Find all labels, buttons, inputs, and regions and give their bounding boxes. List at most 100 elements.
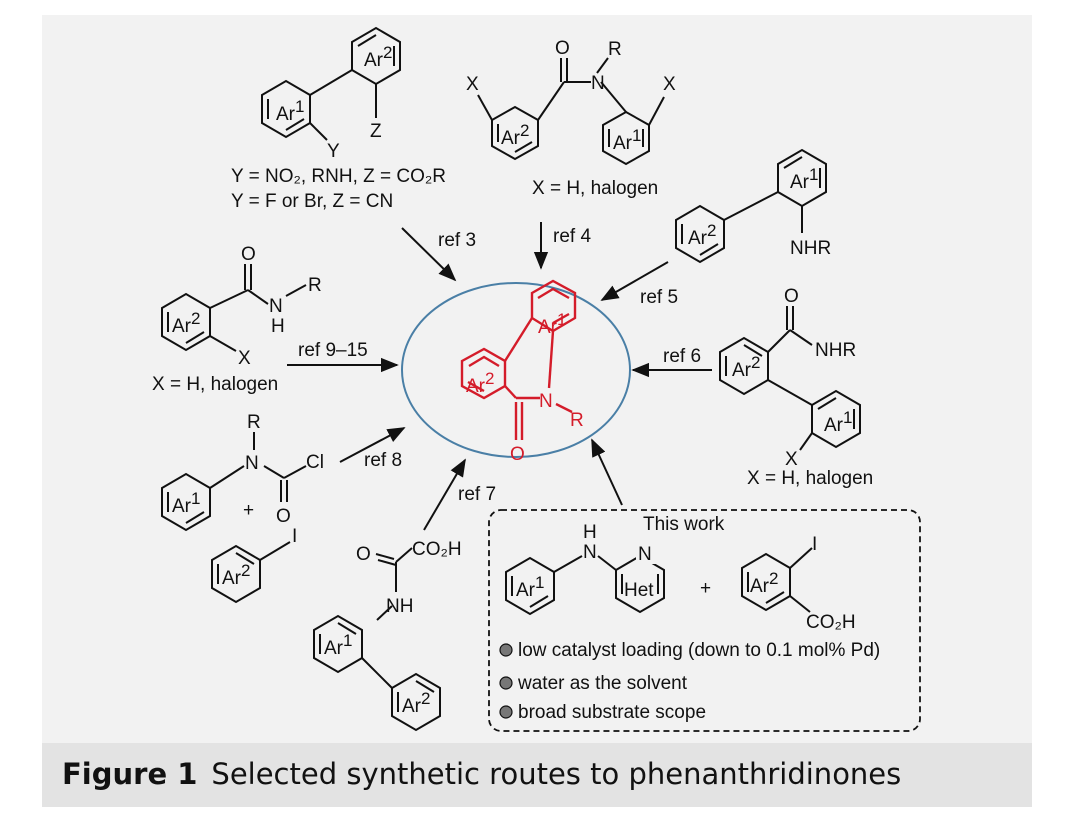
ref5-ar2: Ar xyxy=(688,228,708,249)
feature-3: broad substrate scope xyxy=(518,702,706,723)
feature-2: water as the solvent xyxy=(517,673,688,694)
svg-text:Ar1: Ar1 xyxy=(172,489,200,517)
product-o: O xyxy=(510,444,525,465)
ref3-ar2: Ar xyxy=(364,50,384,71)
this-work-ar2: Ar xyxy=(750,576,770,597)
svg-text:Ar1: Ar1 xyxy=(538,310,566,338)
ref4-r: R xyxy=(608,39,622,60)
ref4-condition: X = H, halogen xyxy=(532,178,658,199)
ref7-arrow xyxy=(423,458,466,531)
phenanthridinone-product: Ar1 Ar2 N R O xyxy=(460,279,584,465)
ref3-condition-2: Y = F or Br, Z = CN xyxy=(231,191,393,212)
ref3-substrate: Ar2 Ar1 Y Z xyxy=(261,26,401,162)
product-ar2: Ar xyxy=(466,376,486,397)
this-work-features: low catalyst loading (down to 0.1 mol% P… xyxy=(499,640,880,723)
ref9-15-h: H xyxy=(271,316,285,337)
product-r: R xyxy=(570,410,584,431)
svg-text:Ar1: Ar1 xyxy=(613,126,641,154)
ref3-condition-1: Y = NO₂, RNH, Z = CO₂R xyxy=(231,166,446,187)
ref5-nhr: NHR xyxy=(790,238,831,259)
product-ar1: Ar xyxy=(538,317,558,338)
product-ellipse xyxy=(401,282,631,458)
ref5-substrate: Ar1 Ar2 NHR xyxy=(675,148,831,264)
ref8-label: ref 8 xyxy=(364,450,402,471)
ref4-substrate: O N R X X Ar2 Ar1 xyxy=(466,38,676,166)
ref9-15-r: R xyxy=(308,275,322,296)
this-work-ar1: Ar xyxy=(516,580,536,601)
ref9-15-substrate: O N H R X Ar2 xyxy=(161,244,322,369)
ref9-15-n: N xyxy=(269,296,283,317)
ref7-label: ref 7 xyxy=(458,484,496,505)
ref9-15-x: X xyxy=(238,348,251,369)
ref9-15-label: ref 9–15 xyxy=(298,340,368,361)
product-ar1-sup: 1 xyxy=(557,310,566,329)
ref5-arrow xyxy=(600,261,669,301)
ref7-nh: NH xyxy=(386,596,413,617)
ref8-substrates: R N Cl O Ar1 + I Ar2 xyxy=(161,412,324,604)
ref4-x-left: X xyxy=(466,74,479,95)
caption-bar xyxy=(42,743,1032,807)
ref6-ar2: Ar xyxy=(732,360,752,381)
ref8-o: O xyxy=(276,506,291,527)
figure-title: Selected synthetic routes to phenanthrid… xyxy=(211,757,902,791)
this-work-substrates: N H N Ar1 Het + I CO₂H Ar2 xyxy=(505,522,856,633)
ref5-ar1: Ar xyxy=(790,172,810,193)
ref8-ar2: Ar xyxy=(222,568,242,589)
ref7-ar2: Ar xyxy=(402,696,422,717)
this-work-box xyxy=(488,509,921,732)
ref9-15-ar2: Ar xyxy=(172,316,192,337)
svg-text:Ar2: Ar2 xyxy=(466,369,494,397)
ref6-o: O xyxy=(784,286,799,307)
svg-text:Ar1: Ar1 xyxy=(324,631,352,659)
this-work-title: This work xyxy=(643,514,725,535)
ref7-ar1: Ar xyxy=(324,638,344,659)
figure-label: Figure 1 xyxy=(62,757,198,791)
ref6-label: ref 6 xyxy=(663,346,701,367)
ref3-label: ref 3 xyxy=(438,230,476,251)
ref4-label: ref 4 xyxy=(553,226,591,247)
ref8-cl: Cl xyxy=(306,452,324,473)
svg-text:Ar2: Ar2 xyxy=(750,569,778,597)
ref9-15-o: O xyxy=(241,244,256,265)
product-n: N xyxy=(539,391,553,412)
ref6-condition: X = H, halogen xyxy=(747,468,873,489)
bullet-icon xyxy=(499,643,513,657)
this-work-co2h: CO₂H xyxy=(806,612,856,633)
product-ar2-sup: 2 xyxy=(485,369,494,388)
ref4-n: N xyxy=(591,73,605,94)
ref6-x: X xyxy=(785,449,798,470)
bullet-icon xyxy=(499,705,513,719)
this-work-h: H xyxy=(583,522,597,543)
ref7-substrate: O CO₂H NH Ar1 Ar2 xyxy=(313,539,462,732)
ref7-co2h: CO₂H xyxy=(412,539,462,560)
ref9-15-condition: X = H, halogen xyxy=(152,374,278,395)
svg-text:Ar2: Ar2 xyxy=(402,689,430,717)
ref6-ar1: Ar xyxy=(824,415,844,436)
svg-text:Ar1: Ar1 xyxy=(276,97,304,125)
ref3-z: Z xyxy=(370,121,382,142)
ref4-x-right: X xyxy=(663,74,676,95)
ref6-nhr: NHR xyxy=(815,340,856,361)
svg-text:Ar2: Ar2 xyxy=(688,221,716,249)
ref4-ar2: Ar xyxy=(501,128,521,149)
ref5-label: ref 5 xyxy=(640,287,678,308)
svg-text:Ar2: Ar2 xyxy=(364,43,392,71)
this-work-n-pyridine: N xyxy=(638,544,652,565)
ref3-ar1: Ar xyxy=(276,104,296,125)
ref8-n: N xyxy=(245,453,259,474)
svg-text:Ar1: Ar1 xyxy=(790,165,818,193)
ref8-ar1: Ar xyxy=(172,496,192,517)
ref8-r: R xyxy=(247,412,261,433)
svg-text:Ar2: Ar2 xyxy=(172,309,200,337)
this-work-het: Het xyxy=(624,580,654,601)
ref4-o: O xyxy=(555,38,570,59)
ref8-arrow xyxy=(339,427,406,463)
ref7-o: O xyxy=(356,544,371,565)
ref8-plus: + xyxy=(243,500,254,521)
figure-caption: Figure 1 Selected synthetic routes to phe… xyxy=(62,757,901,791)
ref8-i: I xyxy=(292,526,297,547)
svg-text:Ar1: Ar1 xyxy=(516,573,544,601)
this-work-arrow xyxy=(591,438,623,506)
ref3-y: Y xyxy=(327,141,340,162)
